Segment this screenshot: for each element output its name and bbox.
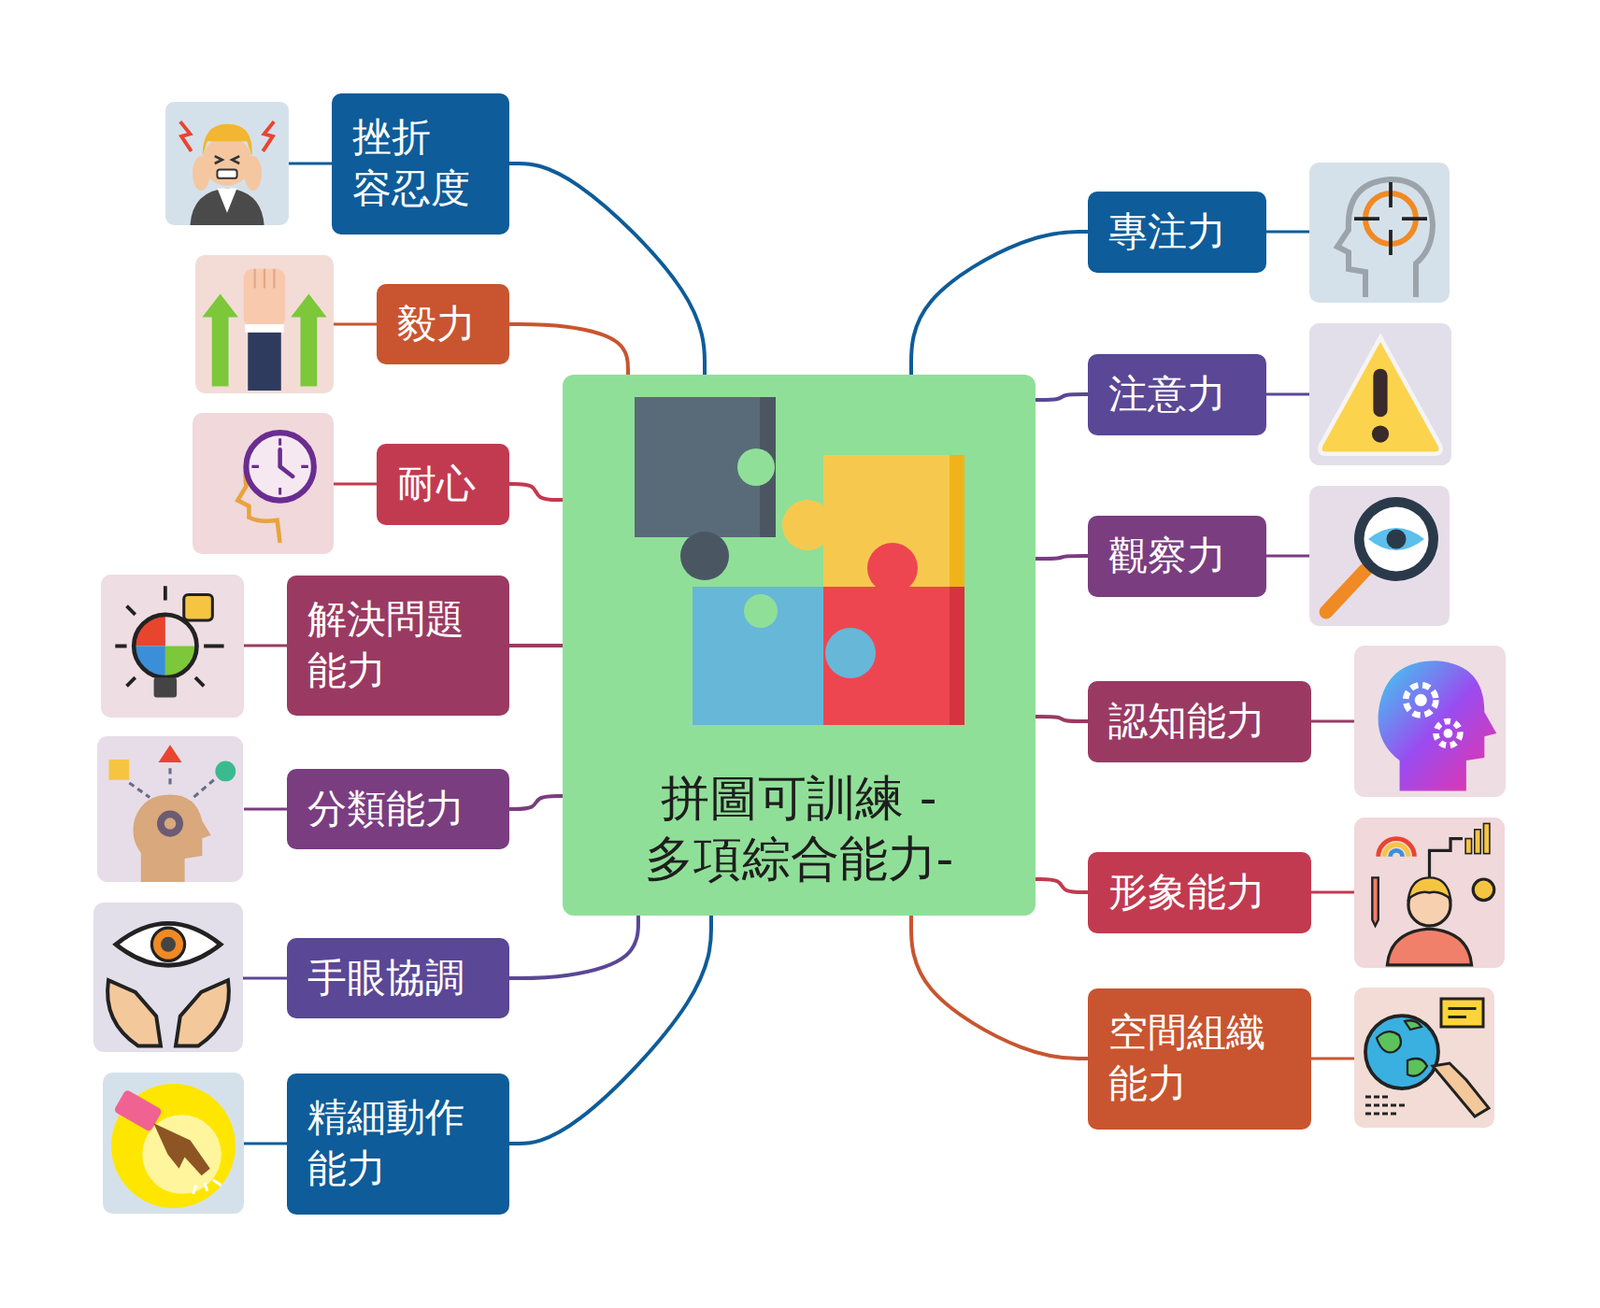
branch-connector (1035, 394, 1088, 400)
branch-connector (911, 231, 1088, 375)
classification-icon (97, 736, 243, 883)
skill-box: 挫折 容忍度 (331, 93, 510, 235)
patience-icon (192, 413, 334, 555)
branch-connector (509, 643, 563, 648)
branch-connector (509, 163, 705, 375)
skill-box: 分類能力 (286, 769, 510, 850)
skill-box: 精細動作 能力 (286, 1073, 510, 1215)
skill-box: 解決問題 能力 (286, 575, 510, 716)
skill-label: 專注力 (1108, 206, 1227, 258)
observation-icon (1309, 485, 1450, 627)
skill-label: 解決問題 能力 (307, 594, 469, 697)
skill-label: 形象能力 (1108, 867, 1266, 919)
branch-connector (509, 915, 712, 1144)
skill-box: 手眼協調 (286, 938, 510, 1019)
skill-box: 耐心 (376, 443, 510, 526)
skill-box: 觀察力 (1087, 515, 1267, 598)
skill-label: 分類能力 (307, 784, 465, 836)
frustration-icon (165, 101, 289, 226)
skill-label: 挫折 容忍度 (352, 112, 474, 215)
branch-connector (509, 484, 563, 500)
problem-solving-icon (100, 574, 244, 718)
skill-label: 手眼協調 (307, 953, 465, 1005)
puzzle-illustration (562, 374, 1036, 749)
branch-connector (509, 796, 563, 810)
skill-box: 專注力 (1087, 191, 1267, 273)
skill-box: 毅力 (376, 284, 510, 365)
skill-label: 認知能力 (1108, 696, 1266, 748)
skill-label: 空間組織 能力 (1108, 1007, 1270, 1110)
branch-connector (1035, 716, 1088, 722)
skill-label: 耐心 (397, 458, 476, 511)
fine-motor-icon (102, 1072, 244, 1215)
skill-label: 精細動作 能力 (307, 1092, 469, 1195)
leader-lines (242, 163, 1355, 1144)
branch-connector (911, 915, 1088, 1059)
skill-box: 形象能力 (1087, 852, 1312, 934)
focus-icon (1309, 162, 1450, 303)
cognition-icon (1354, 645, 1506, 798)
perseverance-icon (195, 255, 334, 394)
branch-connector (1035, 879, 1088, 893)
skill-box: 認知能力 (1087, 681, 1312, 763)
skill-label: 注意力 (1108, 369, 1227, 421)
skill-label: 毅力 (397, 299, 476, 351)
branch-connector (509, 324, 629, 375)
skill-box: 注意力 (1087, 354, 1267, 436)
center-title: 拼圖可訓練 -多項綜合能力- (616, 768, 982, 890)
center-box: 拼圖可訓練 -多項綜合能力- (562, 374, 1036, 916)
branch-connector (509, 915, 639, 979)
spatial-icon (1354, 987, 1495, 1129)
skill-box: 空間組織 能力 (1087, 988, 1312, 1130)
hand-eye-icon (93, 902, 243, 1053)
skill-label: 觀察力 (1108, 530, 1227, 583)
attention-icon (1309, 323, 1452, 466)
imagery-icon (1354, 817, 1505, 969)
branch-connector (1035, 556, 1088, 559)
